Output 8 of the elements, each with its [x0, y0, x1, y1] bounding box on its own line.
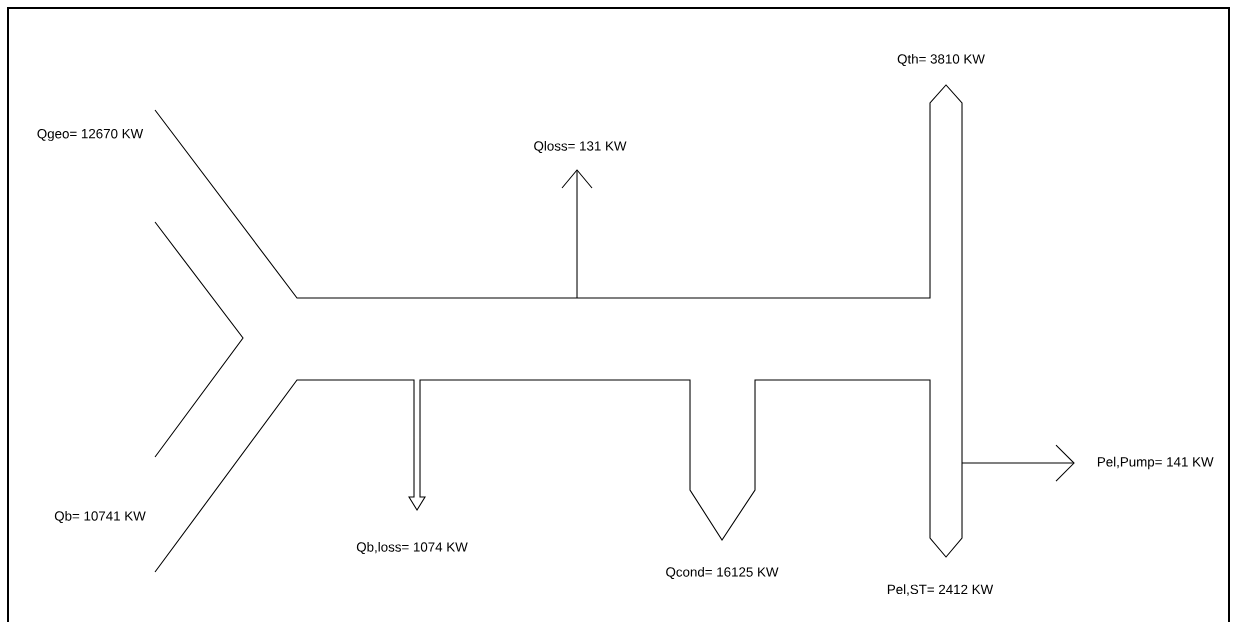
flow-label: Qth= 3810 KW	[897, 53, 985, 67]
flow-label: Qgeo= 12670 KW	[37, 128, 144, 142]
flow-label: Qcond= 16125 KW	[666, 566, 779, 580]
flow-label: Qb,loss= 1074 KW	[356, 541, 468, 555]
flow-label: Qloss= 131 KW	[534, 140, 627, 154]
flow-label: Pel,Pump= 141 KW	[1097, 456, 1214, 470]
flow-label: Qb= 10741 KW	[54, 510, 146, 524]
flow-label: Pel,ST= 2412 KW	[887, 584, 994, 596]
